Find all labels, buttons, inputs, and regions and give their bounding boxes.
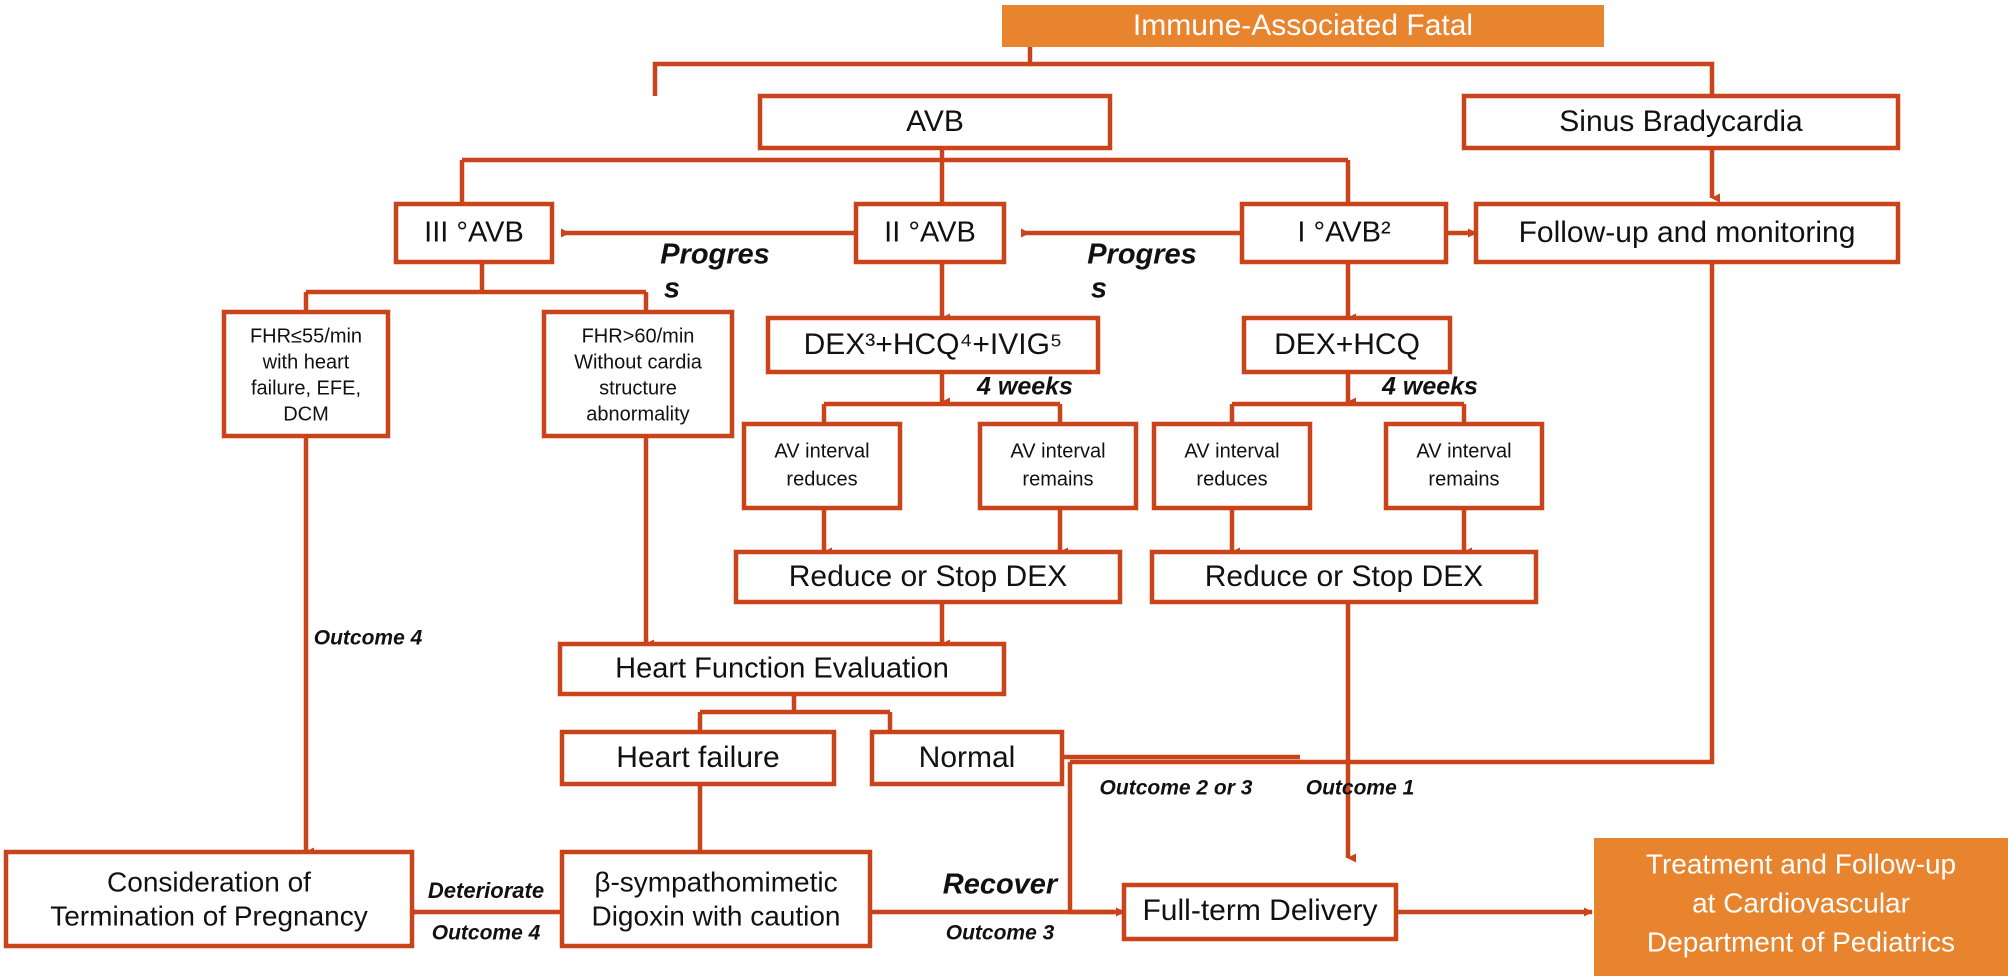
edge-label-progress-left-line2: s <box>664 273 680 305</box>
node-label-av-reduces-left-line1: AV interval <box>774 440 869 462</box>
node-label-dex-hcq-ivig: DEX³+HCQ⁴+IVIG⁵ <box>804 328 1063 361</box>
node-avb1[interactable]: I °AVB² <box>1239 201 1449 265</box>
node-av-remains-left[interactable]: AV interval remains <box>977 421 1139 511</box>
node-label-beta-line2: Digoxin with caution <box>591 900 840 931</box>
node-label-av-remains-left-line1: AV interval <box>1010 440 1105 462</box>
node-followup-monitoring[interactable]: Follow-up and monitoring <box>1473 201 1901 265</box>
node-label-av-reduces-right-line1: AV interval <box>1184 440 1279 462</box>
node-label-heart-failure: Heart failure <box>616 741 779 774</box>
node-label-full-term-delivery: Full-term Delivery <box>1142 894 1377 927</box>
node-reduce-stop-dex-left[interactable]: Reduce or Stop DEX <box>733 549 1123 605</box>
node-label-heart-function-evaluation: Heart Function Evaluation <box>615 653 949 685</box>
node-fhr-low[interactable]: FHR≤55/min with heart failure, EFE, DCM <box>221 309 391 439</box>
node-label-sinus-bradycardia: Sinus Bradycardia <box>1559 105 1803 138</box>
node-label-av-reduces-left-line2: reduces <box>786 468 857 490</box>
node-label-root: Immune-Associated Fatal <box>1133 9 1473 42</box>
node-beta-sympathomimetic[interactable]: β-sympathomimetic Digoxin with caution <box>559 849 873 949</box>
node-label-fhr-high-line3: structure <box>599 377 677 399</box>
node-label-avb2: II °AVB <box>884 217 976 249</box>
conn-followup-rail <box>1070 262 1715 765</box>
node-label-av-remains-left-line2: remains <box>1022 468 1093 490</box>
node-label-avb: AVB <box>906 105 964 138</box>
node-label-cardio-line2: at Cardiovascular <box>1692 887 1910 918</box>
node-label-followup-monitoring: Follow-up and monitoring <box>1519 216 1856 249</box>
edge-label-progress-left: Progres s <box>660 239 770 305</box>
node-label-avb1: I °AVB² <box>1297 217 1391 249</box>
node-label-avb3: III °AVB <box>424 217 524 249</box>
node-label-fhr-high-line2: Without cardia <box>574 351 703 373</box>
node-heart-function-evaluation[interactable]: Heart Function Evaluation <box>557 641 1007 697</box>
conn-root-split <box>652 47 1033 96</box>
edge-label-progress-left-line1: Progres <box>660 239 770 271</box>
node-label-normal: Normal <box>919 741 1016 774</box>
edge-label-four-weeks-left: 4 weeks <box>976 373 1073 401</box>
node-label-av-remains-right-line1: AV interval <box>1416 440 1511 462</box>
node-sinus-bradycardia[interactable]: Sinus Bradycardia <box>1461 93 1901 151</box>
node-label-fhr-low-line1: FHR≤55/min <box>250 325 362 347</box>
node-dex-hcq[interactable]: DEX+HCQ <box>1241 315 1453 375</box>
node-label-fhr-low-line2: with heart <box>262 351 350 373</box>
node-heart-failure[interactable]: Heart failure <box>559 729 837 787</box>
edge-label-progress-right: Progres s <box>1087 239 1197 305</box>
node-av-reduces-right[interactable]: AV interval reduces <box>1151 421 1313 511</box>
outcome-label-1: Outcome 1 <box>1306 777 1415 800</box>
node-label-reduce-stop-dex-right: Reduce or Stop DEX <box>1205 560 1483 593</box>
node-fhr-high[interactable]: FHR>60/min Without cardia structure abno… <box>541 309 735 439</box>
edge-label-progress-right-line2: s <box>1091 273 1107 305</box>
node-label-fhr-low-line3: failure, EFE, <box>251 377 361 399</box>
node-termination-of-pregnancy[interactable]: Consideration of Termination of Pregnanc… <box>3 849 415 949</box>
edge-label-recover: Recover <box>943 869 1059 901</box>
node-av-reduces-left[interactable]: AV interval reduces <box>741 421 903 511</box>
outcome-label-3: Outcome 3 <box>946 922 1055 945</box>
edge-label-progress-right-line1: Progres <box>1087 239 1197 271</box>
connector-layer <box>303 47 1720 917</box>
outcome-label-4-left: Outcome 4 <box>314 627 423 650</box>
node-normal[interactable]: Normal <box>869 729 1065 787</box>
outcome-label-2-or-3: Outcome 2 or 3 <box>1100 777 1253 800</box>
outcome-label-4-bottom: Outcome 4 <box>432 922 541 945</box>
node-label-beta-line1: β-sympathomimetic <box>594 866 837 897</box>
node-av-remains-right[interactable]: AV interval remains <box>1383 421 1545 511</box>
edge-label-four-weeks-right: 4 weeks <box>1381 373 1478 401</box>
node-label-termination-line1: Consideration of <box>107 866 311 897</box>
node-label-cardio-line1: Treatment and Follow-up <box>1646 848 1956 879</box>
node-immune-associated-fatal[interactable]: Immune-Associated Fatal <box>1002 5 1604 47</box>
node-label-fhr-high-line1: FHR>60/min <box>582 325 695 347</box>
node-avb[interactable]: AVB <box>757 93 1113 151</box>
node-reduce-stop-dex-right[interactable]: Reduce or Stop DEX <box>1149 549 1539 605</box>
node-label-dex-hcq: DEX+HCQ <box>1274 328 1420 361</box>
node-label-fhr-low-line4: DCM <box>283 403 329 425</box>
edge-label-deteriorate: Deteriorate <box>428 878 544 903</box>
node-avb2[interactable]: II °AVB <box>853 201 1007 265</box>
node-full-term-delivery[interactable]: Full-term Delivery <box>1121 882 1399 942</box>
conn-root-to-sinus <box>1030 61 1715 96</box>
node-label-cardio-line3: Department of Pediatrics <box>1647 926 1955 957</box>
node-label-av-remains-right-line2: remains <box>1428 468 1499 490</box>
node-label-termination-line2: Termination of Pregnancy <box>50 900 368 931</box>
node-label-av-reduces-right-line2: reduces <box>1196 468 1267 490</box>
node-label-reduce-stop-dex-left: Reduce or Stop DEX <box>789 560 1067 593</box>
node-cardiovascular-department[interactable]: Treatment and Follow-up at Cardiovascula… <box>1594 838 2008 976</box>
node-dex-hcq-ivig[interactable]: DEX³+HCQ⁴+IVIG⁵ <box>765 315 1101 375</box>
node-label-fhr-high-line4: abnormality <box>586 403 689 425</box>
node-avb3[interactable]: III °AVB <box>393 201 555 265</box>
